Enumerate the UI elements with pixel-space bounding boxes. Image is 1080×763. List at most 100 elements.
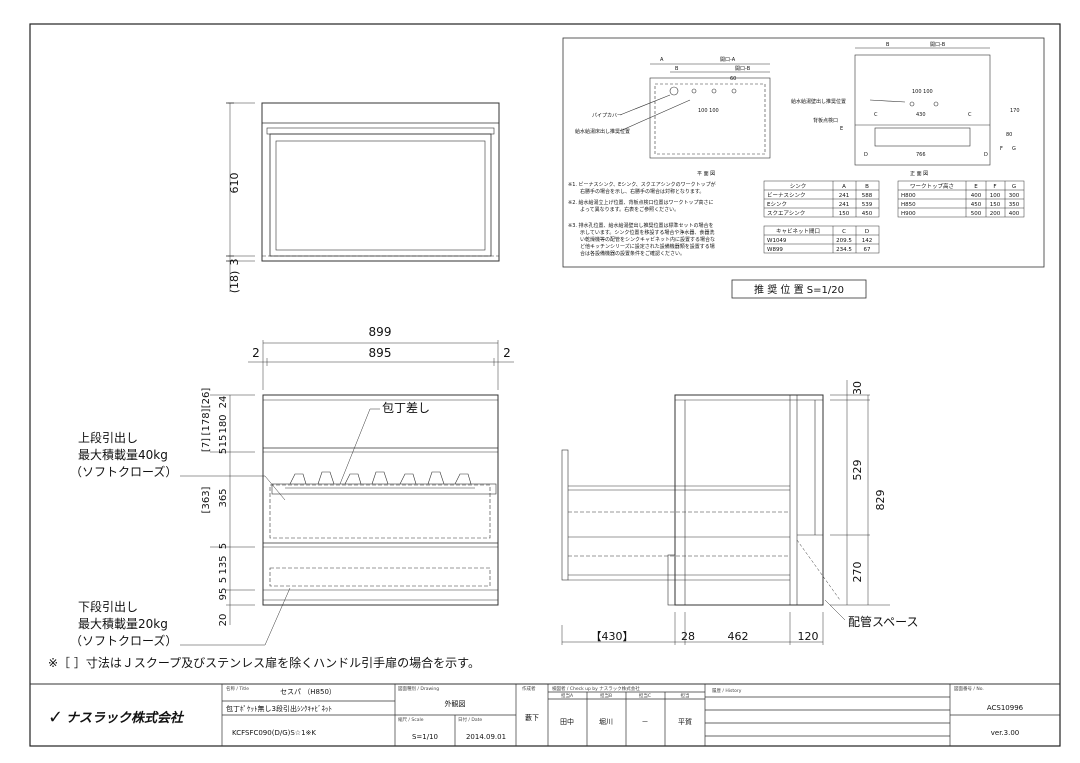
version: ver.3.00	[991, 729, 1020, 737]
cab-r0-c2: 142	[862, 238, 873, 244]
caption-box	[731, 279, 867, 299]
sink-r2-c2: 450	[862, 211, 873, 217]
note-line-4: よって異なります。右表をご参照ください。	[580, 206, 679, 213]
wt-h-2: F	[993, 184, 996, 190]
company-logo-mark: ✓	[48, 707, 63, 728]
wt-r0-c1: 400	[971, 193, 982, 199]
side-dim-120: 120	[798, 630, 819, 643]
dim-18: (18)	[228, 271, 241, 294]
note-line-7: い乾燥機等の配管をシンクキャビネット内に設置する場合な	[580, 236, 715, 243]
dwg-type: 外観図	[445, 699, 466, 708]
check-sub-1: 担当A	[561, 692, 574, 699]
dim-mid-363: [363]	[201, 486, 212, 513]
checker-4: 平賀	[678, 717, 692, 726]
cab-r0-c1: 209.5	[836, 238, 852, 244]
check-label: 検図者 / Check up by ナスラック株式会社	[552, 685, 640, 692]
plan-label-a: A	[660, 57, 664, 63]
history-label: 履歴 / History	[712, 688, 742, 694]
plan-view	[619, 63, 771, 159]
sink-h-2: B	[865, 184, 869, 190]
plan-title: 平 面 図	[697, 171, 715, 177]
upper-drawer-label-1: 上段引出し	[78, 430, 138, 445]
dim-5b: 5	[218, 543, 229, 549]
wt-r0-c0: H800	[901, 193, 916, 199]
elev-label-c-right: C	[968, 112, 972, 118]
plan-drain-label: 給水給湯床出し推奨位置	[575, 128, 630, 135]
elev-title: 正 面 図	[910, 171, 928, 177]
elev-label-b: B	[886, 42, 890, 48]
note-line-6: 示しています。シンク位置を移設する場合や浄水器、食器洗	[580, 229, 714, 236]
dwg-no: ACS10996	[987, 704, 1024, 712]
scale-label: 縮尺 / Scale	[398, 716, 424, 723]
detail-panel	[562, 37, 1045, 268]
cab-r1-c1: 234.5	[836, 247, 852, 253]
side-dim-529: 529	[851, 460, 864, 481]
sheet-border	[29, 23, 1061, 747]
wt-r1-c1: 450	[971, 202, 982, 208]
company-name: ナスラック株式会社	[66, 710, 185, 726]
elev-label-d-left: D	[864, 152, 868, 158]
side-dim-430: 【430】	[591, 630, 634, 643]
cab-r1-c2: 67	[864, 247, 871, 253]
check-sub-2: 担当B	[600, 692, 612, 699]
wt-r1-c3: 350	[1009, 202, 1020, 208]
plan-dim-100: 100 100	[698, 108, 719, 114]
sink-r0-c0: ビーナスシンク	[767, 191, 806, 199]
plan-label-b-b: 開口-B	[735, 66, 751, 72]
dim-5c: 5	[218, 577, 229, 583]
drafter-label: 作成者	[522, 685, 536, 692]
cabinet-table	[763, 225, 880, 254]
dwg-no-label: 図面番号 / No.	[954, 685, 984, 692]
dim-outer-178: [178]	[201, 408, 212, 435]
plan-label-b: B	[675, 66, 679, 72]
elev-label-c-left: C	[874, 112, 878, 118]
upper-drawer-label-2: 最大積載量40kg	[78, 447, 168, 462]
sink-h-1: A	[842, 184, 846, 190]
cab-h-1: C	[842, 229, 846, 235]
dim-outer-7: [7]	[201, 438, 212, 452]
plan-dim-60: 60	[730, 76, 736, 82]
dim-15: 15	[218, 435, 229, 448]
wt-r1-c2: 150	[990, 202, 1001, 208]
top-view	[226, 102, 500, 292]
dim-2-left: 2	[252, 346, 260, 360]
product-code: KCFSFC090(D/G)S☆1※K	[232, 729, 316, 737]
check-sub-4: 担当	[681, 692, 690, 699]
elev-dim-170: 170	[1010, 108, 1020, 114]
note-line-2: 右勝手の場合を示し、右勝手の場合は対称となります。	[580, 188, 704, 195]
elev-label-g: G	[1012, 146, 1016, 152]
checker-1: 田中	[560, 717, 574, 726]
elev-dim-100: 100 100	[912, 89, 933, 95]
worktop-table	[897, 180, 1025, 218]
cab-r1-c0: W899	[767, 247, 783, 253]
name-sub: 包丁ﾎﾟｹｯﾄ無し3段引出ｼﾝｸｷｬﾋﾞﾈｯﾄ	[226, 704, 332, 713]
sink-r1-c0: Eシンク	[767, 201, 787, 208]
sink-r1-c1: 241	[839, 202, 850, 208]
dim-5a: 5	[218, 448, 229, 454]
sink-r0-c2: 588	[862, 193, 873, 199]
footnote: ※［ ］寸法はＪスクープ及びステンレス扉を除くハンドル引手扉の場合を示す。	[48, 655, 480, 670]
sink-r2-c0: スクエアシンク	[767, 210, 805, 217]
dim-95: 95	[218, 588, 229, 601]
checker-2: 堀川	[599, 717, 613, 726]
elev-drain-label: 給水給湯壁出し推奨位置	[791, 98, 846, 105]
wt-r2-c2: 200	[990, 211, 1001, 217]
elev-label-e: E	[840, 126, 843, 132]
dwg-type-label: 図面種別 / Drawing	[398, 685, 439, 692]
elev-label-f: F	[1000, 146, 1003, 152]
note-line-1: ※1. ビーナスシンク、Eシンク、スクエアシンクのワークトップが	[568, 181, 716, 188]
detail-caption: 推 奨 位 置 S=1/20	[754, 283, 844, 296]
upper-drawer-label-3: （ソフトクローズ）	[70, 464, 177, 479]
cab-h-0: キャビネット間口	[776, 227, 820, 235]
dim-outer-26: [26]	[201, 388, 212, 409]
note-line-5: ※3. 排水孔位置、給水給湯壁出し推奨位置は標準セットの場合を	[568, 222, 714, 229]
pipe-space-label: 配管スペース	[848, 614, 919, 629]
sink-h-0: シンク	[790, 183, 807, 190]
dim-3: 3	[228, 259, 241, 266]
wt-h-0: ワークトップ高さ	[910, 182, 954, 190]
dim-365: 365	[218, 488, 229, 507]
note-line-8: ど他キッチンシリーズに設定された設備機器類を設置する場	[580, 243, 715, 250]
sink-r1-c2: 539	[862, 202, 873, 208]
date-value: 2014.09.01	[466, 733, 506, 741]
